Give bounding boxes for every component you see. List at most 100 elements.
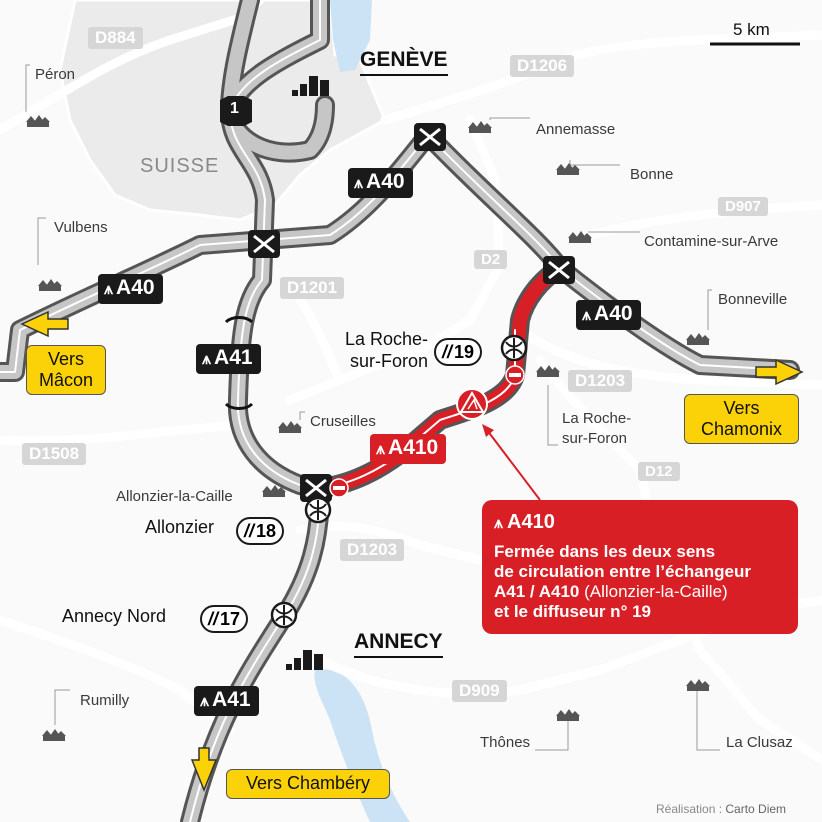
motorway-icon: ⩚ — [376, 441, 386, 458]
village-icons — [26, 115, 710, 741]
town-bonne: Bonne — [630, 166, 674, 183]
exit-icon: // — [244, 521, 255, 541]
interchange-la-roche-label: La Roche- sur-Foron — [332, 328, 428, 372]
closure-line4: et le diffuseur n° 19 — [494, 602, 652, 621]
closure-pointer-arrow-icon — [482, 424, 494, 437]
destination-chamonix-line2: Chamonix — [700, 419, 783, 439]
exit-number-badge: //17 — [200, 605, 249, 633]
interchange-la-roche-line2: sur-Foron — [349, 351, 428, 371]
town-allonzier-la-caille: Allonzier-la-Caille — [116, 488, 233, 505]
exit-number: 19 — [454, 342, 475, 362]
town-thones: Thônes — [480, 734, 531, 751]
motorway-shield-a410: ⩚A410 — [370, 434, 447, 464]
junction-icon — [543, 256, 575, 284]
motorway-shield-a40-north: ⩚A40 — [348, 168, 413, 198]
road-label-d909: D909 — [452, 680, 507, 702]
town-la-roche-line2: sur-Foron — [562, 430, 628, 447]
city-geneve: GENÈVE — [360, 48, 448, 76]
arrow-to-chambery-icon — [190, 747, 218, 793]
destination-chamonix-line1: Vers — [723, 398, 760, 418]
city-buildings-icon — [286, 650, 323, 670]
closure-info-box: ⩚A410 Fermée dans les deux sens de circu… — [482, 500, 798, 634]
destination-macon-line2: Mâcon — [38, 370, 94, 390]
road-label-d12: D12 — [638, 462, 680, 481]
credit-author: Carto Diem — [725, 802, 787, 816]
destination-macon: Vers Mâcon — [26, 345, 106, 395]
town-bonneville: Bonneville — [718, 291, 788, 308]
town-rumilly: Rumilly — [80, 692, 130, 709]
motorway-number: A41 — [214, 346, 253, 369]
exit-number-badge: //19 — [434, 338, 483, 366]
tunnel-marks — [224, 316, 254, 410]
motorway-icon: ⩚ — [582, 307, 592, 324]
destination-chamonix: Vers Chamonix — [684, 394, 799, 444]
town-leaders — [25, 64, 720, 751]
exit-interchange-icon — [304, 496, 332, 524]
road-label-d1508: D1508 — [22, 443, 87, 465]
town-peron: Péron — [35, 66, 76, 83]
motorway-shield-a41-mid: ⩚A41 — [196, 344, 261, 374]
destination-macon-line1: Vers — [47, 349, 85, 369]
town-la-clusaz: La Clusaz — [726, 734, 793, 751]
closure-line2: de circulation entre l’échangeur — [494, 562, 751, 581]
swiss-route-marker-icon — [220, 96, 252, 126]
arrow-to-macon-icon — [20, 310, 69, 338]
exit-icon: // — [442, 342, 453, 362]
closure-line3: A41 / A410 (Allonzier-la-Caille) — [494, 582, 786, 602]
exit-interchange-icon — [500, 334, 528, 362]
interchange-la-roche-line1: La Roche- — [344, 329, 428, 349]
motorway-icon: ⩚ — [202, 351, 212, 368]
exit-interchange-icon — [270, 601, 298, 629]
motorway-number: A410 — [388, 436, 439, 459]
junction-icon — [248, 230, 280, 258]
motorway-icon: ⩚ — [354, 175, 364, 192]
town-contamine-sur-arve: Contamine-sur-Arve — [644, 233, 779, 250]
destination-chambery: Vers Chambéry — [226, 769, 390, 799]
town-la-roche-line1: La Roche- — [562, 410, 632, 427]
closure-info-text: Fermée dans les deux sens de circulation… — [494, 542, 786, 622]
motorway-number: A40 — [594, 302, 633, 325]
motorway-number: A40 — [366, 170, 405, 193]
exit-number: 17 — [220, 609, 241, 629]
interchange-allonzier-label: Allonzier — [145, 517, 215, 537]
arrow-to-chamonix-icon — [755, 358, 804, 386]
town-annemasse: Annemasse — [536, 121, 616, 138]
no-entry-icon — [505, 365, 525, 385]
lake-geneva — [330, 0, 372, 72]
road-label-d1201: D1201 — [280, 277, 345, 299]
road-label-d1203-east: D1203 — [568, 370, 633, 392]
junction-icon — [300, 474, 332, 502]
road-label-d1206: D1206 — [510, 55, 575, 77]
swiss-route-number: 1 — [230, 100, 239, 117]
country-label: SUISSE — [140, 155, 220, 177]
closure-line3-bold: A41 / A410 — [494, 582, 580, 601]
closure-line1: Fermée dans les deux sens — [494, 542, 716, 561]
motorway-number: A40 — [116, 276, 155, 299]
city-annecy: ANNECY — [354, 630, 443, 658]
motorway-shield-a40-east: ⩚A40 — [576, 300, 641, 330]
town-la-roche-sur-foron: La Roche- sur-Foron — [562, 409, 631, 449]
credit-prefix: Réalisation : — [656, 802, 726, 816]
credit: Réalisation : Carto Diem — [656, 802, 786, 816]
city-buildings-icon — [292, 76, 329, 96]
closure-line3-rest: (Allonzier-la-Caille) — [579, 582, 728, 601]
closure-info-title: ⩚A410 — [494, 510, 786, 536]
motorway-number: A41 — [212, 688, 251, 711]
town-vulbens: Vulbens — [54, 219, 108, 236]
no-entry-icon — [329, 478, 349, 498]
interchange-annecy-nord-label: Annecy Nord — [62, 606, 167, 626]
road-label-d907: D907 — [718, 197, 768, 216]
motorway-icon: ⩚ — [494, 515, 504, 532]
junction-icon — [414, 123, 446, 151]
roadworks-icon — [456, 388, 488, 420]
motorway-icon: ⩚ — [200, 693, 210, 710]
exit-icon: // — [208, 609, 219, 629]
exit-number-badge: //18 — [236, 517, 285, 545]
road-label-d2: D2 — [474, 250, 508, 269]
motorway-shield-a41-south: ⩚A41 — [194, 686, 259, 716]
motorway-icon: ⩚ — [104, 281, 114, 298]
lake-annecy — [314, 669, 410, 822]
motorway-shield-a40-west: ⩚A40 — [98, 274, 163, 304]
closure-road: A410 — [507, 511, 555, 533]
